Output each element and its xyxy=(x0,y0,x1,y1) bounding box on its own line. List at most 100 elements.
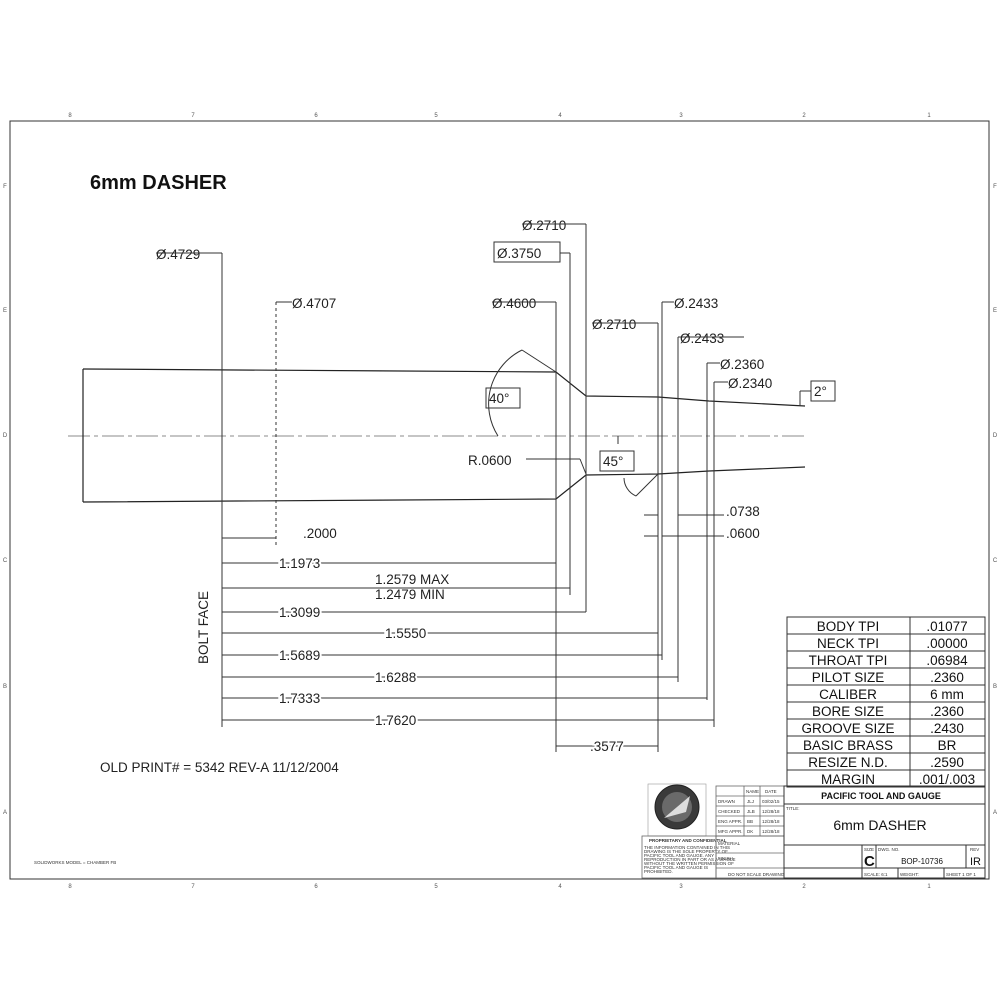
len-16288: 1.6288 xyxy=(375,670,416,685)
len-min: 1.2479 MIN xyxy=(375,587,445,602)
rev-value: IR xyxy=(970,856,981,868)
zone-col-7-bottom: 7 xyxy=(191,884,195,890)
proprietary-line-4: REPRODUCTION IN PART OR AS A WHOLE xyxy=(644,857,736,862)
part-title: 6mm DASHER xyxy=(833,817,926,833)
sheet-label: SHEET 1 OF 1 xyxy=(946,872,976,877)
proprietary-line-6: PACIFIC TOOL AND GAUGE IS xyxy=(644,865,708,870)
zone-col-8-bottom: 8 xyxy=(68,884,72,890)
dia-2433-lower: Ø.2433 xyxy=(680,331,724,346)
zone-row-f-left: F xyxy=(3,184,7,190)
len-max: 1.2579 MAX xyxy=(375,572,449,587)
dwg-no-label: DWG. NO. xyxy=(878,847,900,852)
zone-row-e-right: E xyxy=(993,308,997,314)
spec-label-basic-brass: BASIC BRASS xyxy=(803,738,893,753)
rev-label: REV xyxy=(970,847,979,852)
dia-2360: Ø.2360 xyxy=(720,357,764,372)
zone-row-b-left: B xyxy=(3,684,7,690)
zone-col-2-top: 2 xyxy=(802,113,806,119)
material-label: MATERIAL xyxy=(718,841,741,846)
len-2000: .2000 xyxy=(303,526,337,541)
do-not-scale-note: DO NOT SCALE DRAWING xyxy=(728,872,785,877)
approval-date-1: 03/02/15 xyxy=(762,799,780,804)
zone-col-3-bottom: 3 xyxy=(679,884,683,890)
old-print-note: OLD PRINT# = 5342 REV-A 11/12/2004 xyxy=(100,760,339,775)
spec-label-pilot-size: PILOT SIZE xyxy=(812,670,885,685)
len-0738: .0738 xyxy=(726,504,760,519)
approval-role-1: DRAWN xyxy=(718,799,735,804)
proprietary-line-5: WITHOUT THE WRITTEN PERMISSION OF xyxy=(644,861,734,866)
scale-label: SCALE: 6:1 xyxy=(864,872,888,877)
zone-col-1-bottom: 1 xyxy=(927,884,931,890)
dia-4729: Ø.4729 xyxy=(156,247,200,262)
proprietary-title: PROPRIETARY AND CONFIDENTIAL xyxy=(649,838,727,843)
dwg-no-value: BOP-10736 xyxy=(901,857,943,866)
angle-45: 45° xyxy=(603,454,623,469)
spec-label-body-tpi: BODY TPI xyxy=(817,619,880,634)
spec-value-caliber: 6 mm xyxy=(930,687,964,702)
zone-markers: 8 7 6 5 4 3 2 1 8 7 6 5 4 3 2 1 F E D C … xyxy=(3,113,998,890)
approval-date-2: 12/28/18 xyxy=(762,809,780,814)
spec-label-bore-size: BORE SIZE xyxy=(812,704,884,719)
dia-2710-neck: Ø.2710 xyxy=(592,317,636,332)
len-0600: .0600 xyxy=(726,526,760,541)
length-dimensions: .2000 1.1973 1.2579 MAX 1.2479 MIN 1.309… xyxy=(222,504,760,756)
dia-2340: Ø.2340 xyxy=(728,376,772,391)
dia-4600: Ø.4600 xyxy=(492,296,536,311)
spec-value-resize-nd: .2590 xyxy=(930,755,964,770)
bolt-face-label: BOLT FACE xyxy=(196,591,211,664)
proprietary-line-7: PROHIBITED. xyxy=(644,869,673,874)
approval-name-2: JLB xyxy=(747,809,755,814)
size-value: C xyxy=(864,853,875,870)
len-13099: 1.3099 xyxy=(279,605,320,620)
zone-row-d-left: D xyxy=(3,433,8,439)
sheet-border xyxy=(9,120,990,880)
spec-value-throat-tpi: .06984 xyxy=(926,653,968,668)
zone-row-f-right: F xyxy=(993,184,997,190)
spec-value-bore-size: .2360 xyxy=(930,704,964,719)
zone-col-7-top: 7 xyxy=(191,113,195,119)
solidworks-note: SOLIDWORKS MODEL = CHAMBER FB xyxy=(34,860,116,865)
spec-value-neck-tpi: .00000 xyxy=(926,636,967,651)
approval-date-3: 12/28/18 xyxy=(762,819,780,824)
title-block: PROPRIETARY AND CONFIDENTIAL THE INFORMA… xyxy=(641,783,986,879)
zone-row-d-right: D xyxy=(993,433,998,439)
zone-col-4-top: 4 xyxy=(558,113,562,119)
dia-2433-top: Ø.2433 xyxy=(674,296,718,311)
approval-name-3: BB xyxy=(747,819,753,824)
zone-row-a-left: A xyxy=(3,810,7,816)
spec-label-caliber: CALIBER xyxy=(819,687,877,702)
angle-callouts: 40° 45° 2° R.0600 xyxy=(468,349,836,497)
approvals-date-header: DATE xyxy=(765,789,777,794)
zone-col-8-top: 8 xyxy=(68,113,72,119)
spec-value-pilot-size: .2360 xyxy=(930,670,964,685)
proprietary-line-2: DRAWING IS THE SOLE PROPERTY OF xyxy=(644,849,728,854)
approval-date-4: 12/28/18 xyxy=(762,829,780,834)
zone-col-5-bottom: 5 xyxy=(434,884,438,890)
spec-label-neck-tpi: NECK TPI xyxy=(817,636,879,651)
approval-role-3: ENG APPR. xyxy=(718,819,742,824)
extension-lines xyxy=(221,224,715,752)
zone-row-a-right: A xyxy=(993,810,997,816)
angle-2: 2° xyxy=(814,384,827,399)
approval-role-2: CHECKED xyxy=(718,809,741,814)
spec-label-resize-nd: RESIZE N.D. xyxy=(808,755,888,770)
radius-0600: R.0600 xyxy=(468,453,512,468)
spec-value-margin: .001/.003 xyxy=(919,772,975,787)
proprietary-line-1: THE INFORMATION CONTAINED IN THIS xyxy=(644,845,730,850)
dia-4707: Ø.4707 xyxy=(292,296,336,311)
spec-value-body-tpi: .01077 xyxy=(926,619,967,634)
zone-row-e-left: E xyxy=(3,308,7,314)
drawing-title: 6mm DASHER xyxy=(90,172,227,194)
len-3577: .3577 xyxy=(590,739,624,754)
zone-row-c-left: C xyxy=(3,558,8,564)
spec-value-groove-size: .2430 xyxy=(930,721,964,736)
len-15689: 1.5689 xyxy=(279,648,320,663)
len-11973: 1.1973 xyxy=(279,556,320,571)
company-logo xyxy=(647,783,707,837)
spec-label-throat-tpi: THROAT TPI xyxy=(809,653,888,668)
zone-col-6-bottom: 6 xyxy=(314,884,318,890)
spec-label-margin: MARGIN xyxy=(821,772,875,787)
weight-label: WEIGHT: xyxy=(900,872,919,877)
chamber-profile-bottom xyxy=(82,466,806,503)
